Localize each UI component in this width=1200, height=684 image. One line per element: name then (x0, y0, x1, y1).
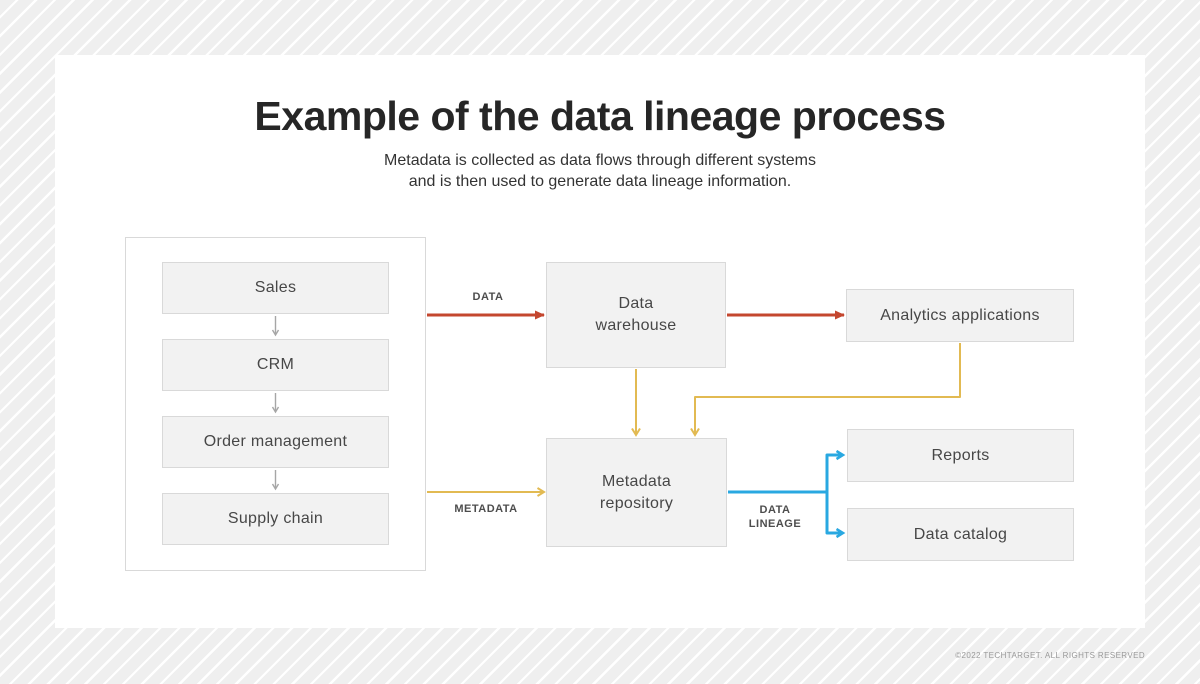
node-data-catalog: Data catalog (847, 508, 1074, 561)
node-supply-chain: Supply chain (162, 493, 389, 545)
node-reports: Reports (847, 429, 1074, 482)
copyright-notice: ©2022 TECHTARGET. ALL RIGHTS RESERVED (955, 651, 1145, 660)
page-subtitle: Metadata is collected as data flows thro… (55, 150, 1145, 192)
node-sales-label: Sales (254, 279, 297, 296)
node-data-warehouse: Data warehouse (546, 262, 726, 368)
node-metadata-repository: Metadata repository (546, 438, 727, 547)
subtitle-line-1: Metadata is collected as data flows thro… (384, 152, 816, 169)
node-order-management: Order management (162, 416, 389, 468)
node-crm: CRM (162, 339, 389, 391)
node-order-management-label: Order management (203, 433, 348, 450)
node-reports-label: Reports (931, 446, 990, 464)
node-analytics-applications: Analytics applications (846, 289, 1074, 342)
node-sales: Sales (162, 262, 389, 314)
page-title: Example of the data lineage process (254, 93, 946, 139)
node-data-catalog-label: Data catalog (913, 525, 1008, 543)
node-supply-chain-label: Supply chain (227, 510, 324, 527)
node-analytics-applications-label: Analytics applications (880, 306, 1040, 324)
edge-label-metadata: METADATA (454, 503, 518, 515)
node-data-warehouse-label: Data warehouse (595, 295, 677, 334)
edge-label-data-lineage: DATA LINEAGE (748, 504, 802, 530)
node-metadata-repository-label: Metadata repository (599, 472, 674, 512)
edge-label-data: DATA (472, 291, 504, 303)
node-crm-label: CRM (256, 356, 295, 373)
subtitle-line-2: and is then used to generate data lineag… (408, 173, 792, 190)
